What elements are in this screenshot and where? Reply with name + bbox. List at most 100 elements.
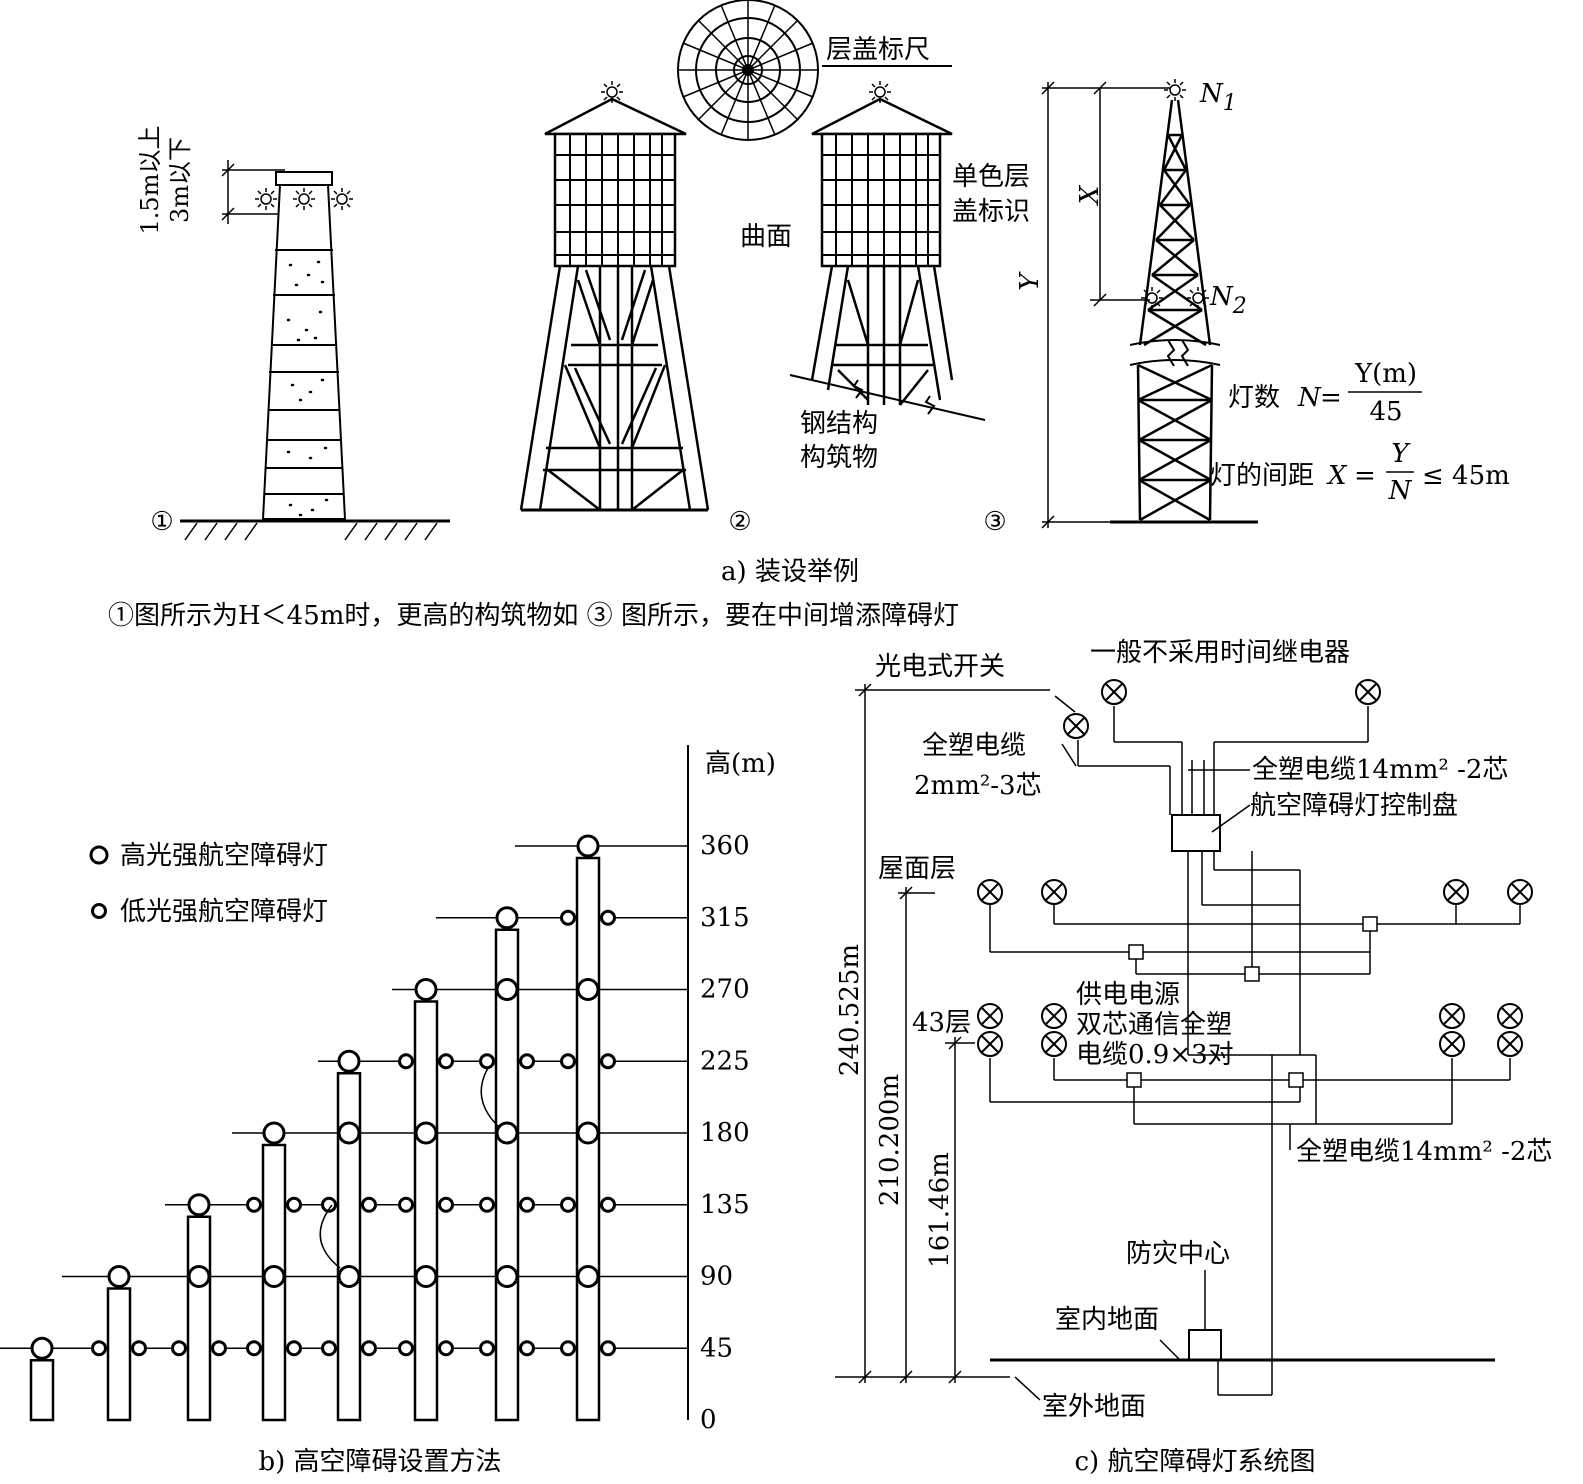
axis-tick-label: 225 <box>700 1046 750 1076</box>
svg-text:X: X <box>1326 461 1348 491</box>
chimney-light-icon <box>254 187 278 211</box>
lamp-icon <box>1041 1003 1067 1029</box>
lamp-count-formula: 灯数 N = Y(m) 45 <box>1228 359 1422 427</box>
steel-structure-label: 钢结构 <box>800 409 878 439</box>
svg-text:45: 45 <box>1369 397 1402 427</box>
axis-tick-label: 180 <box>700 1118 750 1148</box>
svg-text:=: = <box>1354 461 1376 491</box>
high-intensity-lamp <box>414 1121 438 1145</box>
low-intensity-lamp <box>361 1196 377 1213</box>
low-intensity-lamp <box>398 1340 414 1357</box>
tower-light-icon <box>868 80 892 104</box>
disaster-center-label: 防灾中心 <box>1126 1239 1230 1269</box>
legend-high-label: 高光强航空障碍灯 <box>120 841 328 871</box>
low-intensity-lamp <box>519 1196 535 1213</box>
fig3-number: ③ <box>983 507 1006 537</box>
transition-arrow <box>480 1067 501 1129</box>
water-tower-left <box>519 97 710 512</box>
marking-scale-disc <box>677 0 819 141</box>
structure-bar <box>494 928 520 1422</box>
low-intensity-lamp <box>438 1340 454 1357</box>
high-intensity-lamp <box>107 1265 131 1288</box>
lamp-icon <box>1439 1003 1465 1029</box>
high-intensity-lamp <box>414 1265 438 1288</box>
low-intensity-lamp <box>171 1340 187 1357</box>
control-panel-label: 航空障碍灯控制盘 <box>1250 791 1458 821</box>
height-axis-title: 高(m) <box>705 749 776 779</box>
low-intensity-lamp <box>398 1053 414 1070</box>
transition-arrow <box>319 1204 341 1269</box>
svg-text:灯的间距: 灯的间距 <box>1210 461 1314 491</box>
panel-c-caption: c) 航空障碍灯系统图 <box>1075 1447 1316 1477</box>
lamp-icon <box>1439 1031 1465 1057</box>
lamp-icon <box>1041 879 1067 905</box>
low-intensity-lamp <box>286 1340 302 1357</box>
structure-bar <box>106 1287 132 1422</box>
indoor-floor-label: 室内地面 <box>1055 1305 1159 1335</box>
height-161-label: 161.46m <box>925 1152 955 1268</box>
dim-below-label: 3m以下 <box>166 137 194 223</box>
mono-marking-label: 盖标识 <box>952 197 1030 227</box>
high-intensity-lamp <box>187 1193 211 1217</box>
axis-tick-label: 135 <box>700 1190 750 1220</box>
no-relay-label: 一般不采用时间继电器 <box>1090 638 1350 668</box>
roof-level-label: 屋面层 <box>878 854 956 884</box>
low-intensity-lamp <box>600 909 616 926</box>
svg-text:N: N <box>1297 383 1322 413</box>
floor-43-label: 43层 <box>912 1008 971 1038</box>
svg-text:Y: Y <box>1391 439 1411 469</box>
high-intensity-lamp <box>337 1121 361 1145</box>
high-intensity-lamp <box>576 1121 600 1145</box>
power-cable-spec: 电缆0.9×3对 <box>1076 1040 1234 1070</box>
low-intensity-lamp <box>438 1053 454 1070</box>
mast-top-light-icon <box>1163 78 1187 102</box>
lamp-icon <box>1507 879 1533 905</box>
low-intensity-lamp <box>560 909 576 926</box>
low-intensity-lamp <box>361 1340 377 1357</box>
water-tower-right <box>789 97 986 421</box>
low-intensity-lamp <box>560 1340 576 1357</box>
low-intensity-lamp <box>131 1340 147 1357</box>
structure-bar <box>336 1072 362 1422</box>
low-intensity-lamp <box>246 1196 262 1213</box>
low-intensity-lamp <box>479 1053 495 1070</box>
low-intensity-lamp <box>600 1340 616 1357</box>
lamp-icon <box>1497 1031 1523 1057</box>
low-intensity-lamp <box>246 1340 262 1357</box>
panel-a-note: ①图所示为H＜45m时，更高的构筑物如 ③ 图所示，要在中间增添障碍灯 <box>108 601 959 631</box>
y-dimension-label: Y <box>1015 271 1045 291</box>
structure-bar <box>413 1000 439 1422</box>
low-intensity-lamp <box>560 1053 576 1070</box>
axis-tick-label: 360 <box>700 831 750 861</box>
high-intensity-lamp <box>30 1336 54 1360</box>
high-intensity-lamp <box>262 1265 286 1288</box>
power-source-label: 供电电源 <box>1076 980 1180 1010</box>
svg-text:Y(m): Y(m) <box>1354 359 1417 389</box>
power-cable-label: 双芯通信全塑 <box>1076 1010 1232 1040</box>
panel-a-caption: a) 装设举例 <box>721 557 859 587</box>
low-intensity-lamp <box>438 1196 454 1213</box>
steel-structure-label: 构筑物 <box>800 443 878 473</box>
high-intensity-lamp <box>337 1265 361 1288</box>
high-intensity-lamp <box>495 978 519 1001</box>
low-intensity-lamp <box>321 1340 337 1357</box>
axis-tick-label: 0 <box>700 1405 717 1435</box>
axis-tick-label: 90 <box>700 1262 733 1292</box>
fig1-number: ① <box>150 507 173 537</box>
low-intensity-lamp <box>398 1196 414 1213</box>
high-intensity-lamp <box>337 1049 361 1073</box>
high-intensity-lamp <box>495 1265 519 1288</box>
legend-low-marker <box>91 903 107 919</box>
low-intensity-lamp <box>479 1340 495 1357</box>
axis-tick-label: 315 <box>700 903 750 933</box>
axis-tick-label: 270 <box>700 975 750 1005</box>
mast-mid-light-icon <box>1186 286 1210 310</box>
high-intensity-lamp <box>495 1121 519 1145</box>
n2-label: N2 <box>1209 282 1247 319</box>
scale-label: 层盖标尺 <box>826 35 930 65</box>
high-intensity-lamp <box>576 834 600 858</box>
svg-text:N: N <box>1388 476 1413 506</box>
low-intensity-lamp <box>600 1196 616 1213</box>
axis-tick-label: 45 <box>700 1333 733 1363</box>
